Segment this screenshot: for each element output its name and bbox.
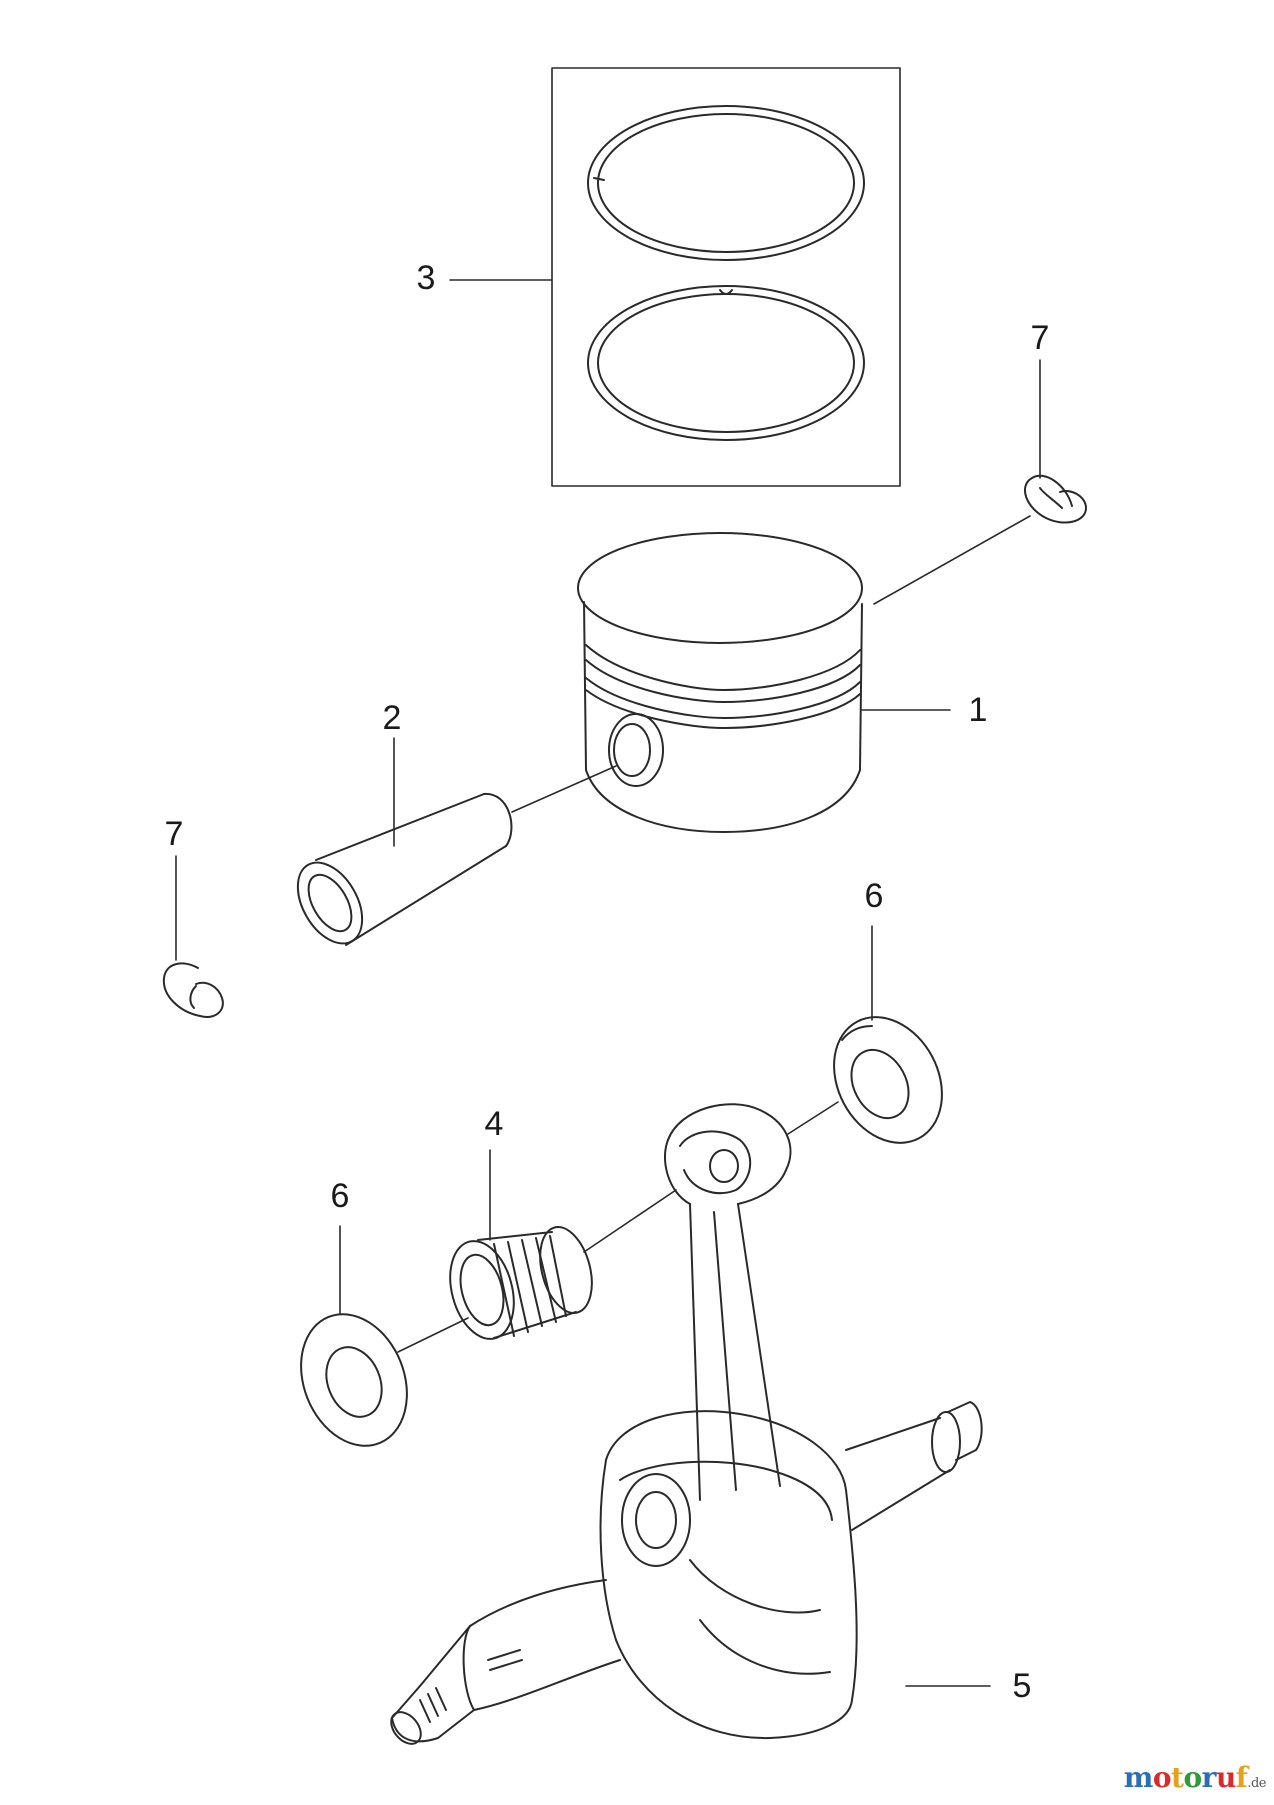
callout-1: 1 [968, 691, 988, 729]
logo-letter: u [1215, 1761, 1236, 1794]
piston-rings-group [551, 67, 901, 487]
thrust-washer-left [300, 1313, 408, 1447]
leader-6-right-to-rod [787, 1101, 839, 1135]
logo-letter: r [1201, 1761, 1217, 1794]
piston-ring-upper [587, 105, 865, 261]
thrust-washer-right [833, 1016, 943, 1144]
leader-4-to-rod [583, 1189, 677, 1253]
logo-letter: f [1235, 1761, 1248, 1794]
crankshaft [390, 1103, 983, 1745]
leader-lines [175, 279, 1041, 1687]
callout-5: 5 [1012, 1667, 1032, 1705]
callout-4: 4 [484, 1105, 504, 1143]
callout-3: 3 [416, 259, 436, 297]
logo-domain-suffix: .de [1247, 1776, 1266, 1791]
leader-2-to-piston [511, 765, 617, 813]
circlip-right [1024, 474, 1087, 524]
logo-letters: motoruf [1124, 1761, 1248, 1794]
needle-bearing [449, 1226, 593, 1340]
logo-letter: m [1123, 1761, 1154, 1794]
piston-rings-box [551, 67, 901, 487]
piston-pin [296, 792, 513, 946]
leader-6-left-to-bearing [397, 1317, 469, 1353]
circlip-left [162, 962, 224, 1018]
callout-7-right: 7 [1030, 319, 1050, 357]
piston [577, 532, 863, 833]
motoruf-logo: motoruf.de [1124, 1761, 1267, 1794]
logo-letter: o [1183, 1761, 1202, 1794]
callout-6-right: 6 [864, 877, 884, 915]
logo-letter: o [1152, 1761, 1172, 1794]
piston-ring-lower [587, 285, 865, 441]
callout-2: 2 [382, 699, 402, 737]
logo-letter: t [1171, 1761, 1184, 1794]
leader-7-right-to-piston [873, 515, 1031, 605]
callout-6-left: 6 [330, 1177, 350, 1215]
callout-7-left: 7 [164, 815, 184, 853]
